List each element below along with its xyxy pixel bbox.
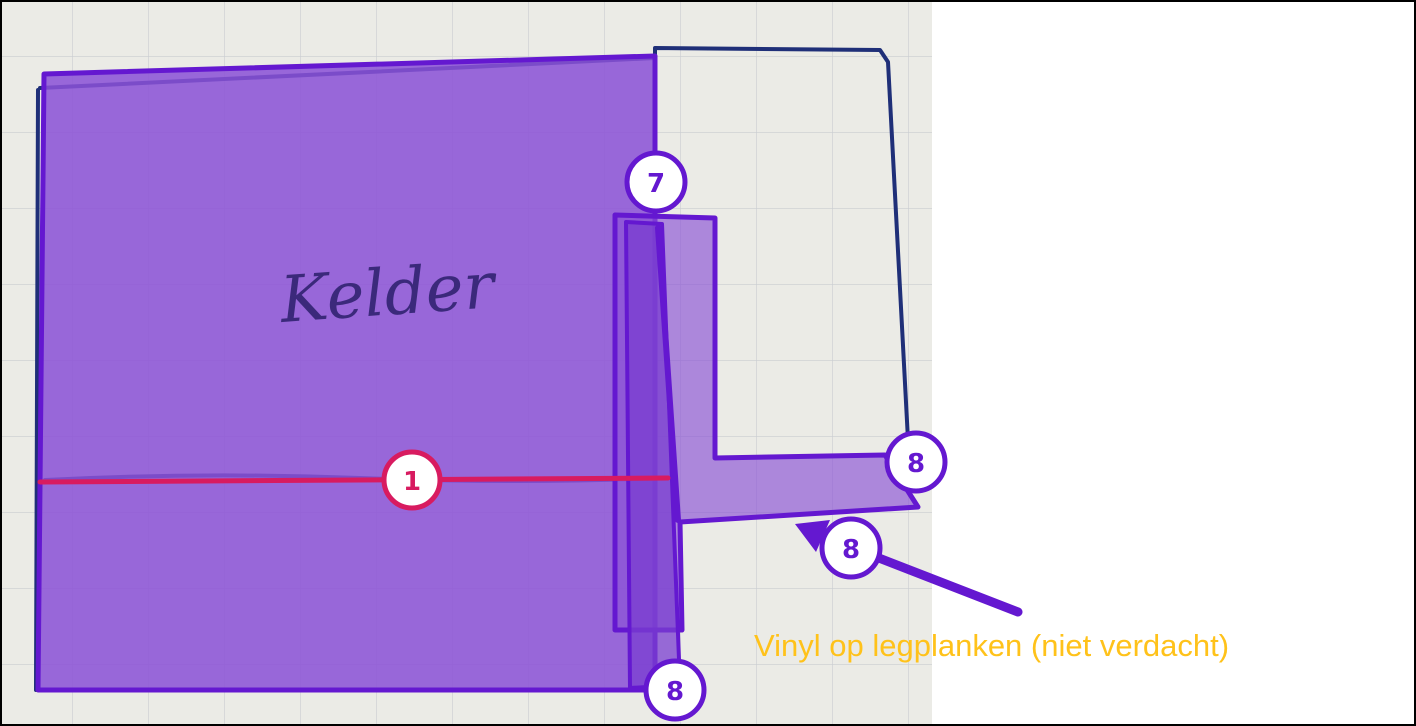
marker-8-arrow-number: 8: [842, 535, 860, 565]
marker-7[interactable]: 7: [624, 150, 688, 214]
marker-8-arrow[interactable]: 8: [819, 516, 883, 580]
vinyl-caption: Vinyl op legplanken (niet verdacht): [754, 628, 1229, 663]
marker-7-number: 7: [647, 169, 665, 199]
handwritten-kelder-label: Kelder: [277, 249, 500, 338]
marker-8-right[interactable]: 8: [884, 430, 948, 494]
divider-line: [655, 225, 681, 523]
marker-1-number: 1: [403, 467, 421, 497]
red-section-line[interactable]: [37, 475, 671, 485]
room-overlay-kelder[interactable]: [35, 53, 658, 693]
marker-8-bottom[interactable]: 8: [643, 658, 707, 722]
marker-8-right-number: 8: [907, 449, 925, 479]
marker-1[interactable]: 1: [381, 449, 443, 511]
marker-8-bottom-number: 8: [666, 677, 684, 707]
